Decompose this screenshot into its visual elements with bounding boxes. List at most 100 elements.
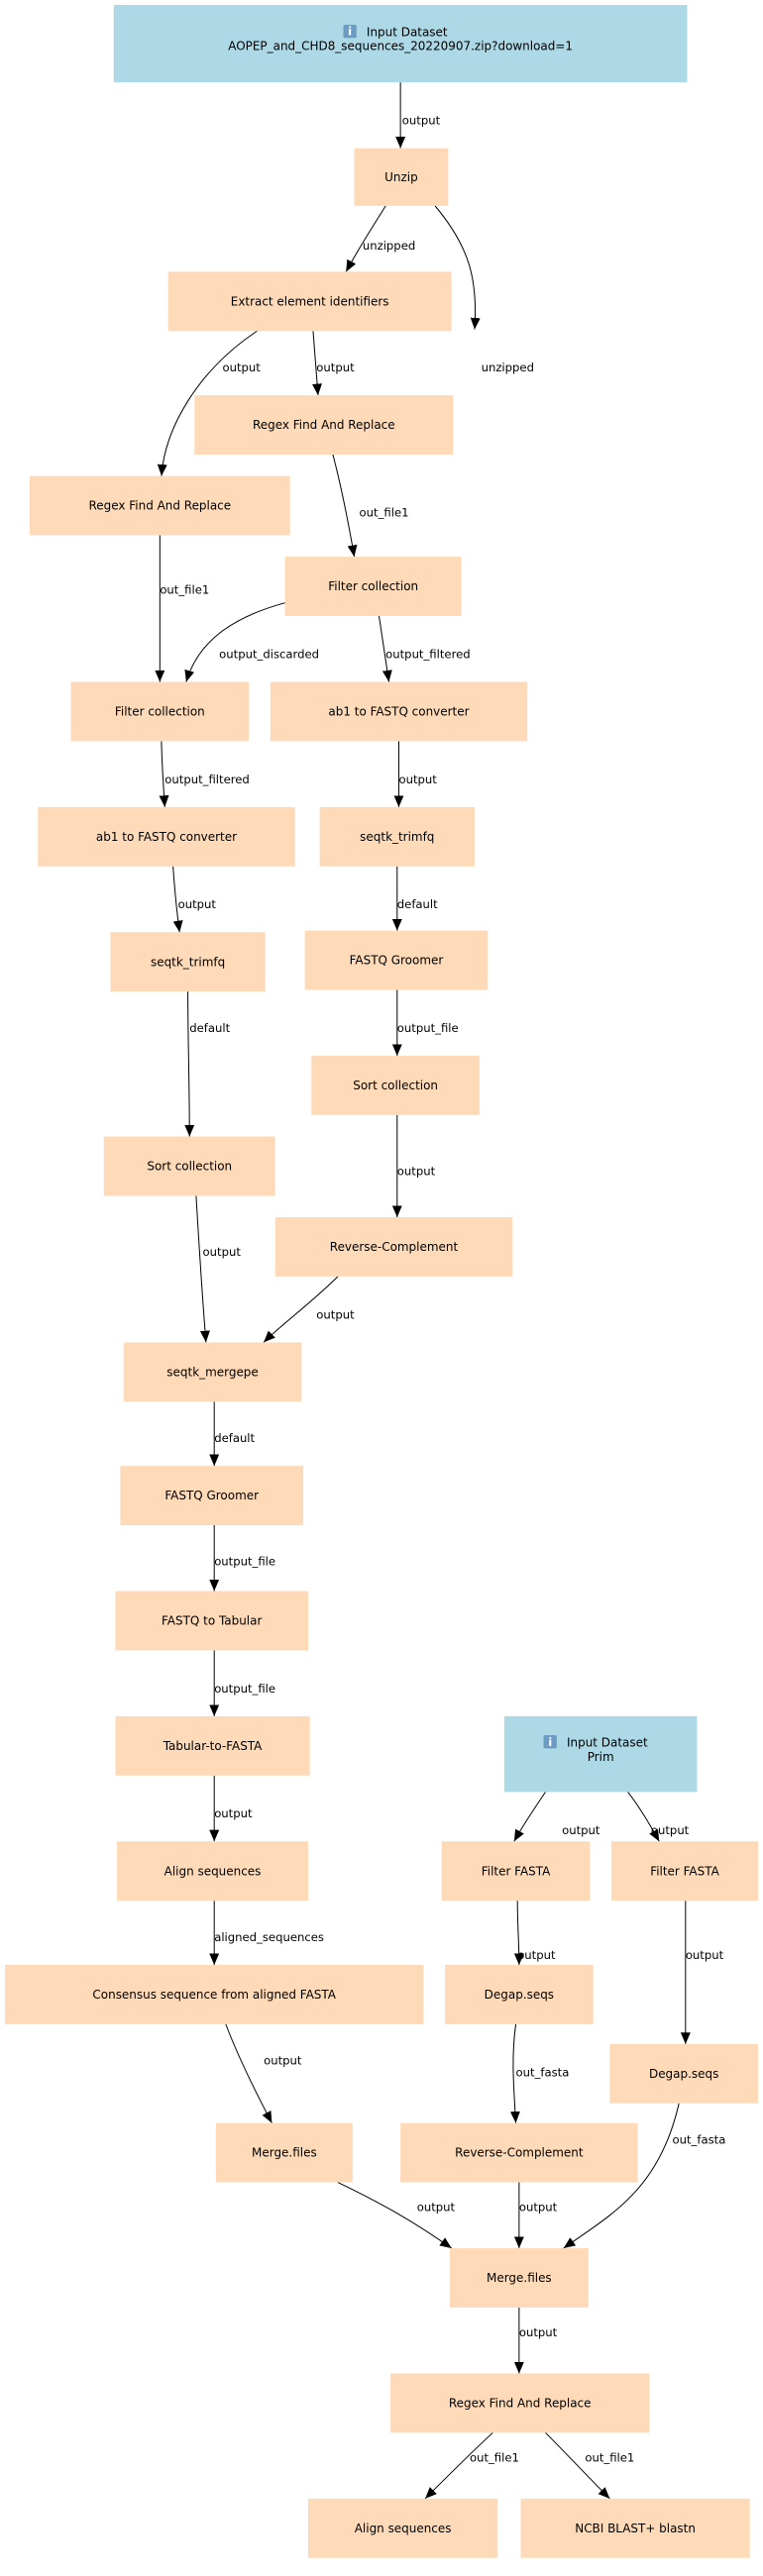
node-regexL[interactable]: Regex Find And Replace (29, 475, 290, 536)
node-mergeL[interactable]: Merge.files (215, 2122, 353, 2183)
node-ab1L[interactable]: ab1 to FASTQ converter (38, 806, 295, 867)
edge-label: output (517, 1948, 556, 1962)
tool-box (215, 2122, 353, 2183)
edge-groomerR-to-sortR: output_file (391, 989, 459, 1057)
node-degapR[interactable]: Degap.seqs (609, 2043, 759, 2104)
input-dataset-name: AOPEP_and_CHD8_sequences_20220907.zip?do… (228, 40, 573, 53)
node-seqtkL[interactable]: seqtk_trimfq (110, 932, 266, 992)
node-sortL[interactable]: Sort collection (103, 1136, 275, 1196)
node-extract[interactable]: Extract element identifiers (167, 271, 452, 332)
node-ffL[interactable]: Filter FASTA (441, 1841, 591, 1902)
tool-box (441, 1841, 591, 1902)
input-dataset-box (113, 4, 688, 83)
node-filterR[interactable]: Filter collection (284, 557, 462, 616)
node-groomer[interactable]: FASTQ Groomer (120, 1466, 304, 1525)
edge-label: output_discarded (219, 647, 319, 661)
node-rev2[interactable]: Reverse-Complement (400, 2122, 638, 2183)
edge-label: output (203, 1245, 242, 1259)
node-tab2fa[interactable]: Tabular-to-FASTA (115, 1715, 310, 1776)
node-seqtkR[interactable]: seqtk_trimfq (319, 806, 475, 867)
edge-label: out_fasta (516, 2065, 570, 2079)
edge-tab2fa-to-align: output (209, 1775, 253, 1842)
tool-name: FASTQ Groomer (350, 954, 444, 968)
edge-consensus-to-mergeL: output (225, 2023, 302, 2123)
node-mergepe[interactable]: seqtk_mergepe (123, 1342, 302, 1402)
edge-label: output_filtered (164, 773, 249, 786)
input-dataset-title: Input Dataset (567, 1736, 648, 1750)
edge-arrow (379, 615, 392, 682)
tool-name: NCBI BLAST+ blastn (575, 2522, 696, 2535)
node-regexF[interactable]: Regex Find And Replace (390, 2373, 650, 2433)
edge-ab1L-to-seqtkL: output (172, 866, 216, 933)
tool-box (167, 271, 452, 332)
node-unzip[interactable]: Unzip (354, 148, 449, 206)
tool-name: ab1 to FASTQ converter (96, 830, 237, 844)
edge-arrow (225, 2023, 272, 2123)
tool-name: seqtk_trimfq (151, 955, 225, 969)
edge-label: output_file (214, 1682, 275, 1696)
node-sortR[interactable]: Sort collection (311, 1056, 480, 1115)
tool-name: Consensus sequence from aligned FASTA (92, 1988, 336, 2002)
tool-name: Filter FASTA (650, 1864, 719, 1878)
edge-arrow (172, 866, 183, 933)
edge-arrow (157, 330, 258, 476)
node-ffR[interactable]: Filter FASTA (610, 1841, 759, 1902)
node-ab1R[interactable]: ab1 to FASTQ converter (270, 681, 528, 742)
edge-label: out_file1 (470, 2450, 519, 2464)
edge-label: output (397, 1165, 436, 1179)
node-align[interactable]: Align sequences (117, 1841, 308, 1902)
node-merge2[interactable]: Merge.files (450, 2248, 589, 2308)
tool-box (70, 681, 250, 742)
edge-arrow (627, 1792, 660, 1842)
tool-box (29, 475, 290, 536)
input-dataset-name: Prim (588, 1750, 614, 1764)
tool-name: FASTQ Groomer (164, 1489, 259, 1502)
edge-label: out_fasta (673, 2132, 726, 2146)
edge-arrow (513, 1792, 546, 1842)
node-fq2tab[interactable]: FASTQ to Tabular (115, 1591, 308, 1651)
tool-box (390, 2373, 650, 2433)
edge-arrow (345, 205, 386, 272)
edge-seqtkL-to-sortL: default (184, 991, 231, 1137)
tool-name: Degap.seqs (485, 1988, 554, 2002)
edge-unzip-to-filterR: unzipped (434, 205, 534, 374)
edge-sortR-to-revR: output (391, 1114, 436, 1217)
info-icon: i (543, 1735, 557, 1749)
edge-extract-to-regexL: output (157, 330, 261, 476)
tool-box (354, 148, 449, 206)
edge-degapL-to-rev2: out_fasta (509, 2023, 570, 2123)
edge-ffL-to-degapL: output (513, 1901, 556, 1966)
node-groomerR[interactable]: FASTQ Groomer (304, 930, 489, 990)
node-alignF[interactable]: Align sequences (307, 2498, 498, 2558)
edge-label: output (398, 773, 437, 786)
tool-box (110, 932, 266, 992)
edge-mergepe-to-groomer: default (209, 1401, 256, 1467)
edge-align-to-consensus: aligned_sequences (209, 1901, 324, 1966)
edge-extract-to-regexR: output (312, 331, 355, 396)
node-revR[interactable]: Reverse-Complement (274, 1216, 513, 1277)
edge-degapR-to-merge2: out_fasta (563, 2103, 726, 2249)
tool-name: Degap.seqs (649, 2067, 718, 2081)
edge-arrow (184, 602, 285, 682)
node-filterL[interactable]: Filter collection (70, 681, 250, 742)
edge-label: output (316, 1307, 355, 1321)
tool-name: Unzip (384, 170, 418, 184)
tool-name: Extract element identifiers (231, 294, 389, 308)
tool-box (38, 806, 295, 867)
tool-name: Regex Find And Replace (449, 2397, 592, 2411)
edge-label: output (316, 361, 355, 374)
edge-filterL-to-ab1L: output_filtered (159, 741, 250, 807)
node-ncbi[interactable]: NCBI BLAST+ blastn (520, 2498, 750, 2558)
edge-fq2tab-to-tab2fa: output_file (209, 1650, 275, 1716)
node-regexR[interactable]: Regex Find And Replace (194, 395, 454, 455)
edge-label: output (519, 2201, 558, 2215)
tool-box (194, 395, 454, 455)
edge-arrow (545, 2431, 610, 2500)
node-consensus[interactable]: Consensus sequence from aligned FASTA (4, 1965, 424, 2024)
edge-label: unzipped (363, 239, 415, 253)
edge-arrow (424, 2431, 493, 2500)
node-degapL[interactable]: Degap.seqs (445, 1965, 594, 2024)
